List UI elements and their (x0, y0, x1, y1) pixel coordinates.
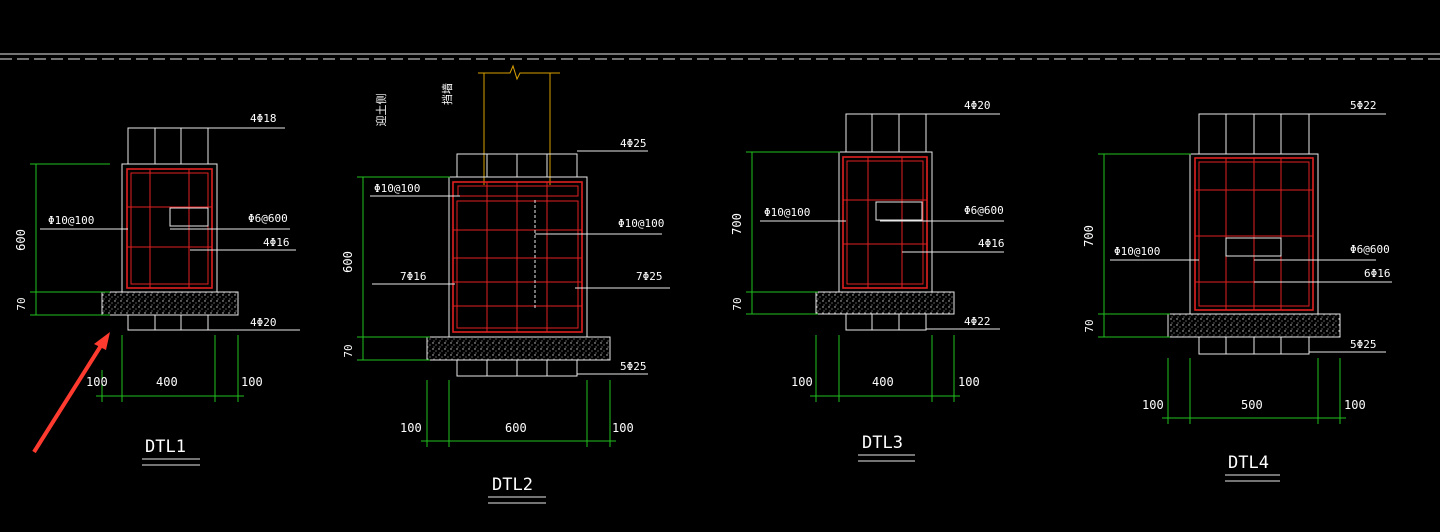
dtl4-top-bar-label: 5Φ22 (1350, 99, 1377, 112)
dtl3-height-dim: 700 (730, 213, 744, 235)
dtl4-right-dim: 100 (1344, 398, 1366, 412)
dtl2-title: DTL2 (492, 475, 533, 495)
dtl2-soil-side-label: 迎土侧 (375, 94, 388, 127)
dtl2-top-bar-label: 4Φ25 (620, 137, 647, 150)
dtl4-leaders (1110, 237, 1392, 283)
dtl2-retaining-wall (478, 64, 560, 185)
dtl1-base-dim: 70 (15, 297, 28, 310)
dtl2-width-dim: 600 (505, 421, 527, 435)
dtl1-height-dim: 600 (14, 229, 28, 251)
dtl4-height-dim: 700 (1082, 225, 1096, 247)
dtl2-left-dim: 100 (400, 421, 422, 435)
dtl4-stirrup-label: Φ10@100 (1114, 245, 1160, 258)
dtl2-right-dim: 100 (612, 421, 634, 435)
dtl4-cushion (1167, 313, 1341, 338)
section-dtl2[interactable]: 迎土侧 挡墙 4Φ25 Φ10@100 Φ10@100 7Φ16 7Φ25 5Φ… (341, 64, 670, 504)
dtl1-top-bar-label: 4Φ18 (250, 112, 277, 125)
dtl1-side-bar-label: 4Φ16 (263, 236, 290, 249)
section-dtl1[interactable]: 4Φ18 Φ10@100 Φ6@600 4Φ16 4Φ20 600 70 100… (14, 112, 300, 466)
dtl4-side-bar-label: 6Φ16 (1364, 267, 1391, 280)
dtl2-bottom-bar-label: 5Φ25 (620, 360, 647, 373)
dtl4-rebar (1194, 157, 1314, 311)
dtl2-side-bar-right-label: 7Φ25 (636, 270, 663, 283)
dtl2-stirrup-right-label: Φ10@100 (618, 217, 664, 230)
dtl3-rebar (842, 156, 928, 289)
dtl3-bottom-bar-label: 4Φ22 (964, 315, 991, 328)
dtl3-cushion (815, 291, 955, 315)
dtl4-base-dim: 70 (1083, 319, 1096, 332)
dtl3-title: DTL3 (862, 433, 903, 453)
dtl2-retaining-wall-label: 挡墙 (440, 83, 454, 105)
dtl2-leaders (370, 195, 670, 310)
dtl1-leaders (40, 207, 296, 251)
dtl3-top-bar-label: 4Φ20 (964, 99, 991, 112)
dtl2-base-dim: 70 (342, 344, 355, 357)
dtl3-base-dim: 70 (731, 297, 744, 310)
section-dtl3[interactable]: 4Φ20 Φ10@100 Φ6@600 4Φ16 4Φ22 700 70 100… (730, 99, 1005, 462)
dtl1-title: DTL1 (145, 437, 186, 457)
dtl1-dims (30, 163, 244, 402)
dtl4-bottom-bar-label: 5Φ25 (1350, 338, 1377, 351)
dtl1-stirrup-label: Φ10@100 (48, 214, 94, 227)
dtl4-title-underline (1225, 474, 1280, 482)
dtl1-left-dim: 100 (86, 375, 108, 389)
dtl4-width-dim: 500 (1241, 398, 1263, 412)
dtl1-title-underline (142, 458, 200, 466)
red-arrow-annotation (32, 332, 110, 454)
dtl4-dims (1098, 153, 1346, 424)
dtl3-tie-label: Φ6@600 (964, 204, 1004, 217)
dtl1-width-dim: 400 (156, 375, 178, 389)
dtl2-height-dim: 600 (341, 251, 355, 273)
dtl4-title: DTL4 (1228, 453, 1269, 473)
dtl2-cushion (426, 336, 611, 361)
drawing-border (0, 53, 1440, 60)
dtl1-right-dim: 100 (241, 375, 263, 389)
dtl3-dims (746, 151, 960, 402)
dtl3-leaders (760, 201, 1004, 253)
section-dtl4[interactable]: 5Φ22 Φ10@100 Φ6@600 6Φ16 5Φ25 700 70 100… (1082, 99, 1392, 482)
dtl1-tie-label: Φ6@600 (248, 212, 288, 225)
dtl2-side-bar-label: 7Φ16 (400, 270, 427, 283)
dtl3-right-dim: 100 (958, 375, 980, 389)
dtl4-tie-label: Φ6@600 (1350, 243, 1390, 256)
dtl2-dims (357, 176, 616, 447)
dtl4-left-dim: 100 (1142, 398, 1164, 412)
dtl2-title-underline (488, 496, 546, 504)
dtl3-stirrup-label: Φ10@100 (764, 206, 810, 219)
dtl3-left-dim: 100 (791, 375, 813, 389)
dtl1-cushion (101, 291, 239, 316)
dtl3-side-bar-label: 4Φ16 (978, 237, 1005, 250)
dtl2-rebar (452, 181, 583, 333)
dtl3-title-underline (858, 454, 915, 462)
dtl3-width-dim: 400 (872, 375, 894, 389)
dtl1-bottom-bar-label: 4Φ20 (250, 316, 277, 329)
dtl2-stirrup-label: Φ10@100 (374, 182, 420, 195)
